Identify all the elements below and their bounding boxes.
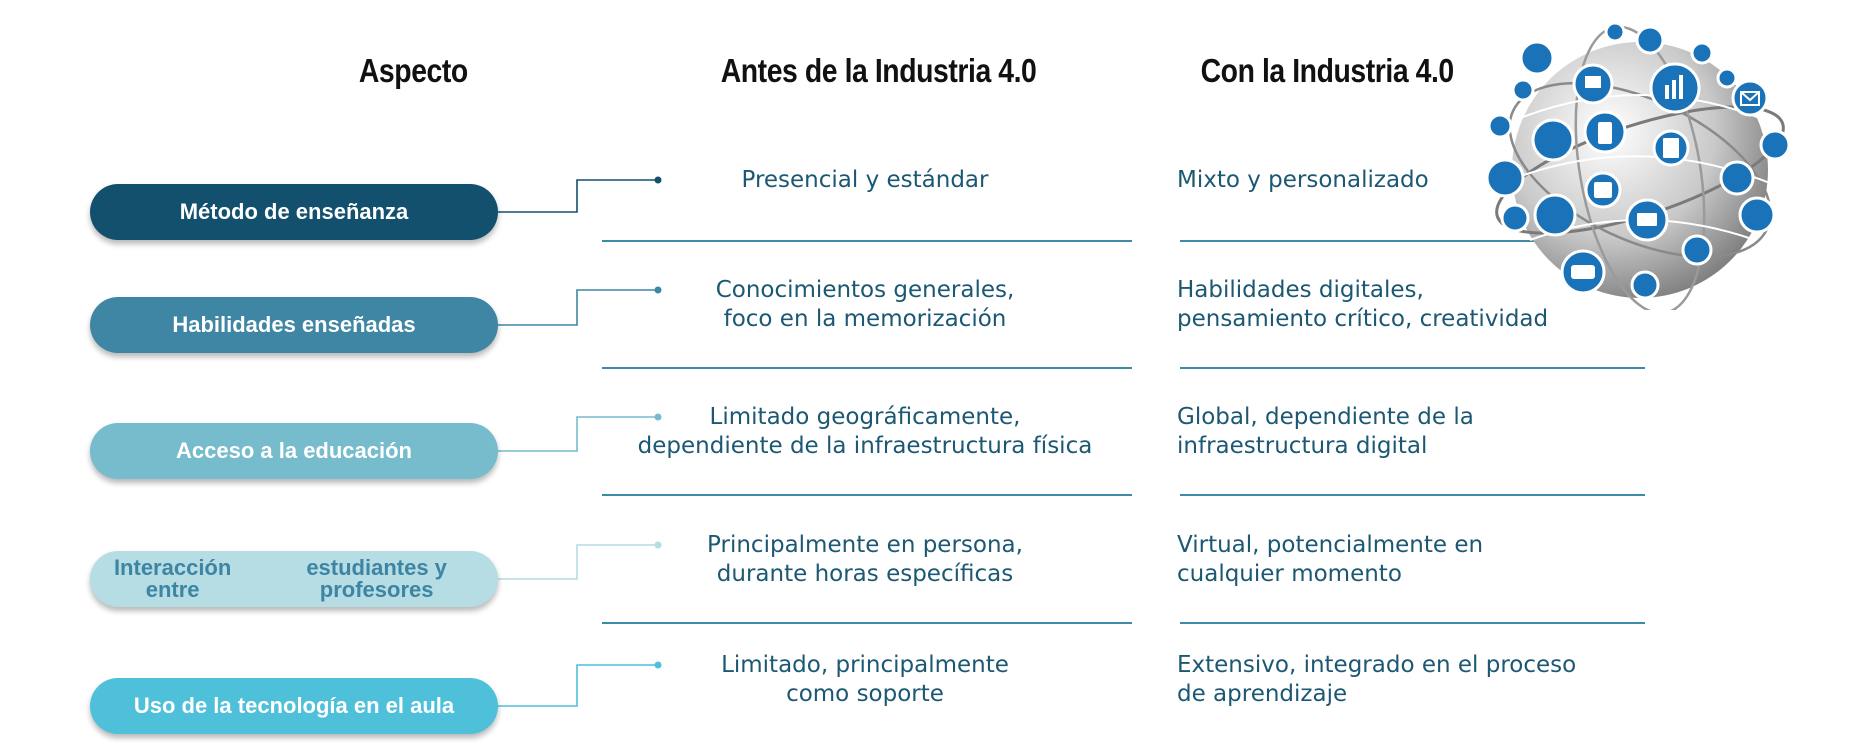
before-cell-1: Presencial y estándar: [600, 166, 1130, 195]
aspect-label: estudiantes y profesores: [306, 555, 447, 602]
aspect-pill-4: Interacción entre estudiantes y profesore…: [90, 551, 498, 607]
divider-before: [602, 622, 1132, 624]
technology-globe-icon: [1475, 10, 1795, 315]
after-text: infraestructura digital: [1177, 433, 1428, 459]
before-text: dependiente de la infraestructura física: [637, 433, 1093, 459]
after-text: de aprendizaje: [1177, 681, 1348, 707]
before-text: Principalmente en persona,: [707, 532, 1023, 558]
before-text: Presencial y estándar: [741, 167, 989, 193]
connector-line: [498, 544, 658, 580]
aspect-pill-5: Uso de la tecnología en el aula: [90, 678, 498, 734]
before-cell-4: Principalmente en persona, durante horas …: [600, 531, 1130, 589]
after-text: cualquier momento: [1177, 561, 1402, 587]
divider-before: [602, 367, 1132, 369]
after-text: Habilidades digitales,: [1177, 277, 1424, 303]
before-text: Limitado geográficamente,: [709, 404, 1021, 430]
before-text: durante horas específicas: [716, 561, 1014, 587]
connector-dot: [654, 286, 662, 294]
before-text: Conocimientos generales,: [715, 277, 1015, 303]
after-text: Global, dependiente de la: [1177, 404, 1474, 430]
after-cell-5: Extensivo, integrado en el proceso de apr…: [1177, 651, 1647, 709]
before-cell-2: Conocimientos generales, foco en la memor…: [600, 276, 1130, 334]
divider-after: [1180, 367, 1645, 369]
before-cell-3: Limitado geográficamente, dependiente de …: [600, 403, 1130, 461]
after-cell-2: Habilidades digitales, pensamiento crític…: [1177, 276, 1647, 334]
after-cell-4: Virtual, potencialmente en cualquier mome…: [1177, 531, 1647, 589]
after-cell-3: Global, dependiente de la infraestructura…: [1177, 403, 1647, 461]
connector-dot: [654, 541, 662, 549]
aspect-pill-3: Acceso a la educación: [90, 423, 498, 479]
aspect-label: Acceso a la educación: [176, 438, 412, 463]
header-before: Antes de la Industria 4.0: [720, 52, 1037, 89]
aspect-label: Habilidades enseñadas: [172, 312, 416, 337]
divider-before: [602, 240, 1132, 242]
connector-line: [498, 416, 658, 452]
before-text: Limitado, principalmente: [721, 652, 1009, 678]
divider-after: [1180, 622, 1645, 624]
connector-line: [498, 664, 658, 707]
aspect-pill-2: Habilidades enseñadas: [90, 297, 498, 353]
connector-line: [498, 289, 658, 326]
aspect-label: Interacción entre: [113, 555, 232, 602]
connector-line: [498, 179, 658, 213]
divider-before: [602, 494, 1132, 496]
after-cell-1: Mixto y personalizado: [1177, 166, 1647, 195]
connector-dot: [654, 413, 662, 421]
before-text: como soporte: [786, 681, 944, 707]
connector-dot: [654, 661, 662, 669]
before-text: foco en la memorización: [723, 306, 1007, 332]
divider-after: [1180, 240, 1645, 242]
connector-dot: [654, 176, 662, 184]
aspect-pill-1: Método de enseñanza: [90, 184, 498, 240]
after-text: Mixto y personalizado: [1177, 167, 1429, 193]
divider-after: [1180, 494, 1645, 496]
aspect-label: Método de enseñanza: [179, 199, 409, 224]
after-text: pensamiento crítico, creatividad: [1177, 306, 1549, 332]
before-cell-5: Limitado, principalmente como soporte: [600, 651, 1130, 709]
after-text: Extensivo, integrado en el proceso: [1177, 652, 1577, 678]
aspect-label: Uso de la tecnología en el aula: [133, 693, 455, 718]
after-text: Virtual, potencialmente en: [1177, 532, 1484, 558]
header-after: Con la Industria 4.0: [1200, 52, 1455, 89]
header-aspect: Aspecto: [358, 52, 468, 89]
